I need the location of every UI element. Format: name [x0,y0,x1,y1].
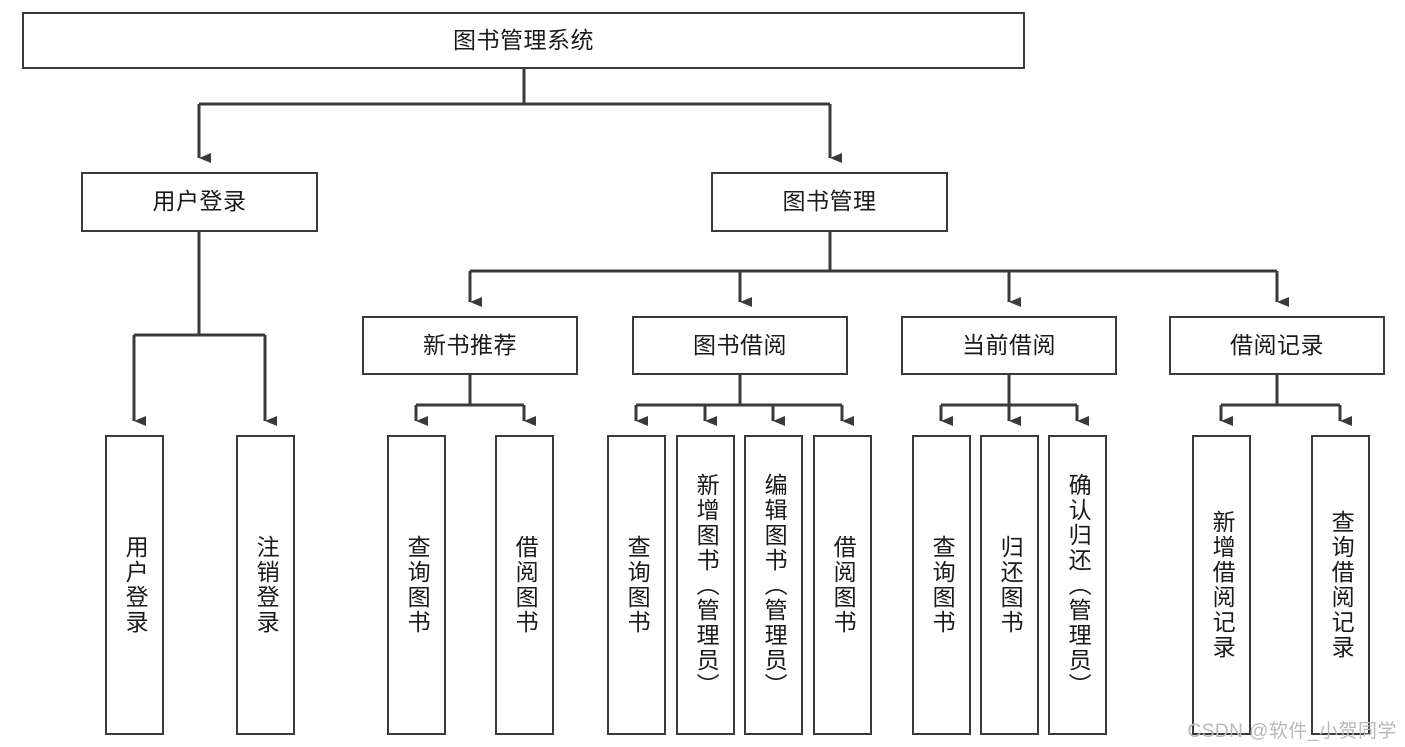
node-book-manage-label: 图书管理 [782,188,877,215]
node-leaf-return-book[interactable]: 归还图书 [980,435,1039,735]
node-book-borrow-label: 图书借阅 [693,331,787,358]
node-leaf-logout-login[interactable]: 注销登录 [236,435,295,735]
node-leaf-query-book-1-label: 查询图书 [404,535,431,635]
node-new-book-rec[interactable]: 新书推荐 [362,316,578,375]
node-leaf-query-book-2-label: 查询图书 [624,535,651,635]
node-leaf-confirm-return-label: 确认归还（管理员） [1065,472,1092,698]
node-leaf-query-book-3-label: 查询图书 [929,535,956,635]
node-leaf-query-book-1[interactable]: 查询图书 [387,435,446,735]
node-new-book-rec-label: 新书推荐 [423,331,517,358]
node-leaf-return-book-label: 归还图书 [997,535,1024,635]
node-user-login[interactable]: 用户登录 [81,172,318,232]
node-book-manage[interactable]: 图书管理 [711,172,948,232]
node-book-borrow[interactable]: 图书借阅 [632,316,848,375]
node-leaf-query-record-label: 查询借阅记录 [1328,510,1355,660]
node-leaf-borrow-book-1[interactable]: 借阅图书 [495,435,554,735]
node-root[interactable]: 图书管理系统 [22,12,1025,69]
node-leaf-borrow-book-2-label: 借阅图书 [830,535,857,635]
node-leaf-add-record[interactable]: 新增借阅记录 [1192,435,1251,735]
node-root-label: 图书管理系统 [453,26,594,53]
node-borrow-record[interactable]: 借阅记录 [1169,316,1385,375]
node-leaf-user-login-label: 用户登录 [122,535,149,635]
node-leaf-logout-login-label: 注销登录 [253,535,280,635]
node-leaf-add-book-label: 新增图书（管理员） [693,472,720,698]
node-leaf-edit-book[interactable]: 编辑图书（管理员） [744,435,803,735]
node-user-login-label: 用户登录 [152,188,247,215]
node-leaf-add-record-label: 新增借阅记录 [1209,510,1236,660]
node-current-borrow-label: 当前借阅 [962,331,1056,358]
node-leaf-user-login[interactable]: 用户登录 [105,435,164,735]
node-leaf-query-record[interactable]: 查询借阅记录 [1311,435,1370,735]
node-leaf-borrow-book-1-label: 借阅图书 [512,535,539,635]
node-leaf-query-book-2[interactable]: 查询图书 [607,435,666,735]
node-leaf-confirm-return[interactable]: 确认归还（管理员） [1048,435,1107,735]
node-leaf-edit-book-label: 编辑图书（管理员） [761,472,788,698]
node-leaf-borrow-book-2[interactable]: 借阅图书 [813,435,872,735]
node-borrow-record-label: 借阅记录 [1230,331,1324,358]
node-current-borrow[interactable]: 当前借阅 [901,316,1117,375]
node-leaf-add-book[interactable]: 新增图书（管理员） [676,435,735,735]
node-leaf-query-book-3[interactable]: 查询图书 [912,435,971,735]
